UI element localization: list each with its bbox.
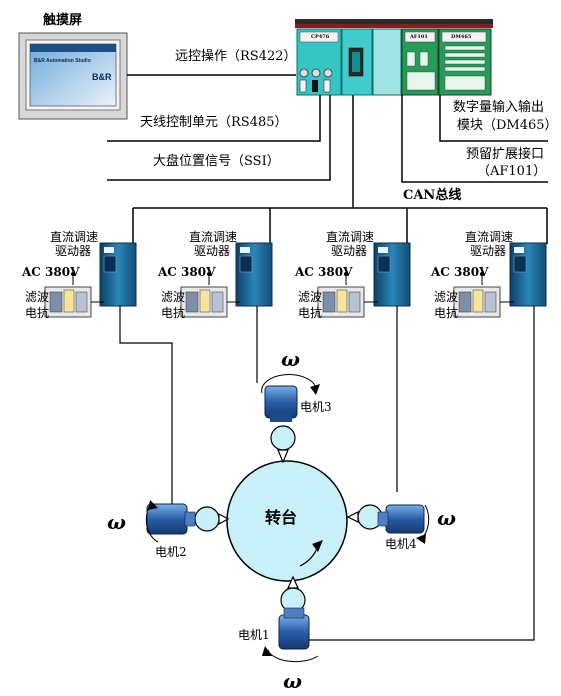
power-label: AC 380V (158, 265, 216, 279)
drive-cabinet (373, 242, 411, 307)
drive-label-line1: 直流调速 (326, 230, 375, 244)
motor-4-label: 电机4 (385, 537, 417, 551)
pinion-gears (194, 425, 383, 613)
drive-label-line2: 驱动器 (331, 244, 368, 258)
drive-cabinet (99, 242, 137, 307)
can-bus-label: CAN总线 (403, 188, 462, 203)
filter-label-line2: 电抗 (161, 306, 186, 320)
filter-label-line2: 电抗 (298, 306, 323, 320)
af101-module-label: AF101 (410, 34, 428, 40)
filter-reactor (44, 272, 104, 318)
omega-label-motor-1: ω (283, 669, 303, 693)
filter-label-line2: 电抗 (434, 306, 459, 320)
power-label: AC 380V (431, 265, 489, 279)
filter-reactor (317, 272, 378, 318)
plc-rack (295, 19, 493, 96)
drive-label-line2: 驱动器 (55, 244, 92, 258)
motor-1-label: 电机1 (238, 628, 270, 642)
svg-text:B&R: B&R (92, 72, 112, 82)
af101-label-line2: （AF101） (477, 164, 547, 179)
filter-label-line1: 滤波 (161, 290, 186, 304)
motor-3-label: 电机3 (300, 400, 332, 414)
filter-label-line1: 滤波 (434, 290, 459, 304)
dm465-module-label: DM465 (451, 34, 472, 40)
motor-wiring (119, 306, 535, 641)
motor-2-label: 电机2 (155, 545, 187, 559)
touchscreen: B&R Automation Studio B&R (18, 32, 128, 120)
rs422-label: 远控操作（RS422） (175, 49, 297, 64)
af101-label-line1: 预留扩展接口 (466, 147, 545, 162)
drive-cabinet (509, 242, 547, 307)
dm465-label-line2: 模块（DM465） (457, 118, 558, 133)
drive-label-line1: 直流调速 (50, 230, 99, 244)
filter-reactor (453, 272, 514, 318)
rs485-label: 天线控制单元（RS485） (140, 115, 288, 130)
connection-lines (107, 74, 548, 244)
drive-label-line2: 驱动器 (470, 244, 507, 258)
turntable-label: 转台 (265, 508, 298, 527)
omega-label-motor-3: ω (281, 347, 301, 371)
omega-label-motor-2: ω (107, 510, 127, 534)
filter-label-line1: 滤波 (25, 290, 50, 304)
filter-label-line2: 电抗 (25, 306, 50, 320)
svg-text:B&R Automation Studio: B&R Automation Studio (34, 58, 91, 64)
power-label: AC 380V (295, 265, 353, 279)
dm465-label-line1: 数字量输入输出 (453, 100, 545, 115)
touchscreen-label: 触摸屏 (43, 13, 83, 28)
ssi-label: 大盘位置信号（SSI） (153, 154, 280, 169)
drive-label-line1: 直流调速 (465, 230, 514, 244)
turntable (226, 460, 348, 582)
drive-cabinet (235, 242, 273, 307)
cp476-module-label: CP476 (311, 34, 330, 40)
omega-label-motor-4: ω (437, 506, 457, 530)
motor-1 (262, 607, 319, 663)
drive-units (44, 242, 547, 318)
filter-label-line1: 滤波 (298, 290, 323, 304)
motor-4 (377, 504, 430, 544)
motor-2 (145, 500, 196, 543)
drive-label-line1: 直流调速 (189, 230, 238, 244)
motor-3 (261, 374, 320, 422)
filter-reactor (180, 272, 240, 318)
power-label: AC 380V (22, 265, 80, 279)
drive-label-line2: 驱动器 (194, 244, 231, 258)
